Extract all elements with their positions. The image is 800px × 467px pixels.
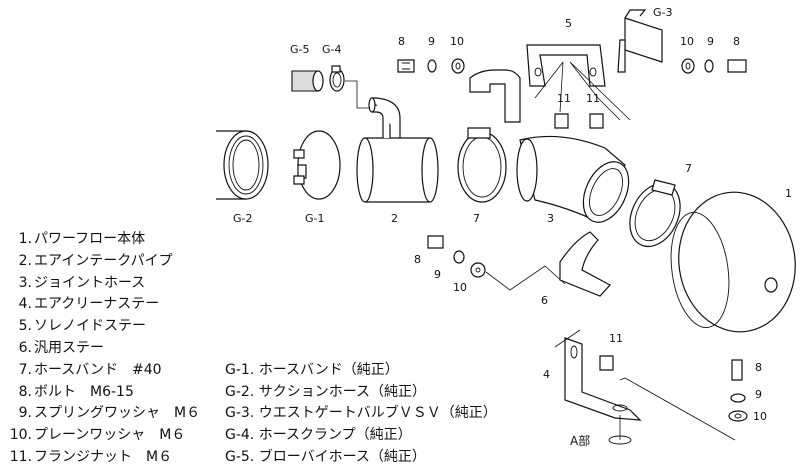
legend-item-number: 10. <box>9 427 32 444</box>
label-8-top-right: 8 <box>733 35 740 48</box>
bracket-top <box>469 69 521 123</box>
label-8-middle: 8 <box>414 253 421 266</box>
legend-item-number: 8. <box>18 383 32 400</box>
legend-item-number: 1. <box>18 231 32 247</box>
label-g2: G-2 <box>233 212 253 225</box>
label-g3: G-3 <box>653 6 673 19</box>
joint-hose-3 <box>516 135 630 223</box>
label-2: 2 <box>391 212 398 225</box>
legend-item-text: エアクリーナステー <box>34 296 160 313</box>
top-left-fasteners <box>397 58 465 74</box>
legend-item-number: 9. <box>18 405 32 422</box>
hose-clamp-g4 <box>329 65 345 92</box>
label-g4: G-4 <box>322 43 342 56</box>
label-5: 5 <box>565 17 572 30</box>
label-10-middle: 10 <box>453 281 467 294</box>
wastegate-vsv-g3 <box>617 9 663 73</box>
label-detail-a: A部 <box>570 433 590 448</box>
legend-item-text: ジョイントホース <box>34 274 146 291</box>
hose-band-7-left <box>457 127 507 203</box>
label-7-right: 7 <box>685 162 692 175</box>
label-9-top-left: 9 <box>428 35 435 48</box>
legend-item-number: 5. <box>18 318 32 335</box>
label-10-top-right: 10 <box>680 35 694 48</box>
label-6: 6 <box>541 294 548 307</box>
legend-item-text: ボルト M6-15 <box>34 383 134 400</box>
general-stay-6 <box>559 231 611 297</box>
top-flange-nuts <box>554 113 604 129</box>
legend-item-number: 2. <box>18 252 32 269</box>
label-9-detail: 9 <box>755 388 762 401</box>
label-10-top-left: 10 <box>450 35 464 48</box>
label-9-top-right: 9 <box>707 35 714 48</box>
label-1: 1 <box>785 187 792 200</box>
legend-item-text: ホースバンド #40 <box>34 361 162 378</box>
legend-item-number: 3. <box>18 274 32 291</box>
label-4: 4 <box>543 368 550 381</box>
label-8-detail: 8 <box>755 361 762 374</box>
detail-a-marker <box>608 435 632 445</box>
label-g5: G-5 <box>290 43 310 56</box>
legend-genuine-part-text: G-1. ホースバンド（純正） <box>225 361 399 378</box>
leader-g4 <box>345 80 372 109</box>
hose-band-g1 <box>293 130 341 200</box>
legend-item-text: スプリングワッシャ M６ <box>34 405 201 422</box>
air-cleaner-stay-4 <box>564 337 642 421</box>
label-10-detail: 10 <box>753 410 767 423</box>
solenoid-stay-5 <box>526 44 606 87</box>
blowby-hose-g5 <box>291 70 324 92</box>
leader-stay-nuts <box>534 61 631 121</box>
legend-item-number: 6. <box>18 340 32 356</box>
label-3: 3 <box>547 212 554 225</box>
hose-band-7-right <box>629 179 681 248</box>
legend-item-text: フランジナット M６ <box>34 449 173 465</box>
legend-genuine-part-text: G-2. サクションホース（純正） <box>225 383 427 400</box>
label-11-top-right: 11 <box>586 92 600 105</box>
legend-item-number: 4. <box>18 296 32 313</box>
legend-item-text: 汎用ステー <box>34 340 104 356</box>
legend-item-text: プレーンワッシャ M６ <box>34 427 186 444</box>
label-11-top-left: 11 <box>557 92 571 105</box>
legend-item-text: エアインテークパイプ <box>34 252 173 269</box>
leader-middle <box>485 265 566 291</box>
legend-genuine-part-text: G-5. ブローバイホース（純正） <box>225 449 426 465</box>
label-g1: G-1 <box>305 212 325 225</box>
legend-item-number: 7. <box>18 361 32 378</box>
label-9-middle: 9 <box>434 268 441 281</box>
top-right-fasteners <box>681 58 747 74</box>
legend-item-text: パワーフロー本体 <box>34 231 146 247</box>
power-flow-body-1 <box>670 191 796 333</box>
middle-fasteners <box>427 235 486 278</box>
label-7-left: 7 <box>473 212 480 225</box>
label-11-detail: 11 <box>609 332 623 345</box>
legend-item-text: ソレノイドステー <box>34 318 146 335</box>
air-intake-pipe-2 <box>356 97 439 203</box>
legend-item-number: 11. <box>9 449 32 465</box>
legend-genuine-part-text: G-4. ホースクランプ（純正） <box>225 427 412 444</box>
suction-hose-g2 <box>216 130 269 200</box>
legend-genuine-part-text: G-3. ウエストゲートバルブＶＳＶ（純正） <box>225 405 497 422</box>
detail-fasteners <box>728 359 748 422</box>
label-8-top-left: 8 <box>398 35 405 48</box>
